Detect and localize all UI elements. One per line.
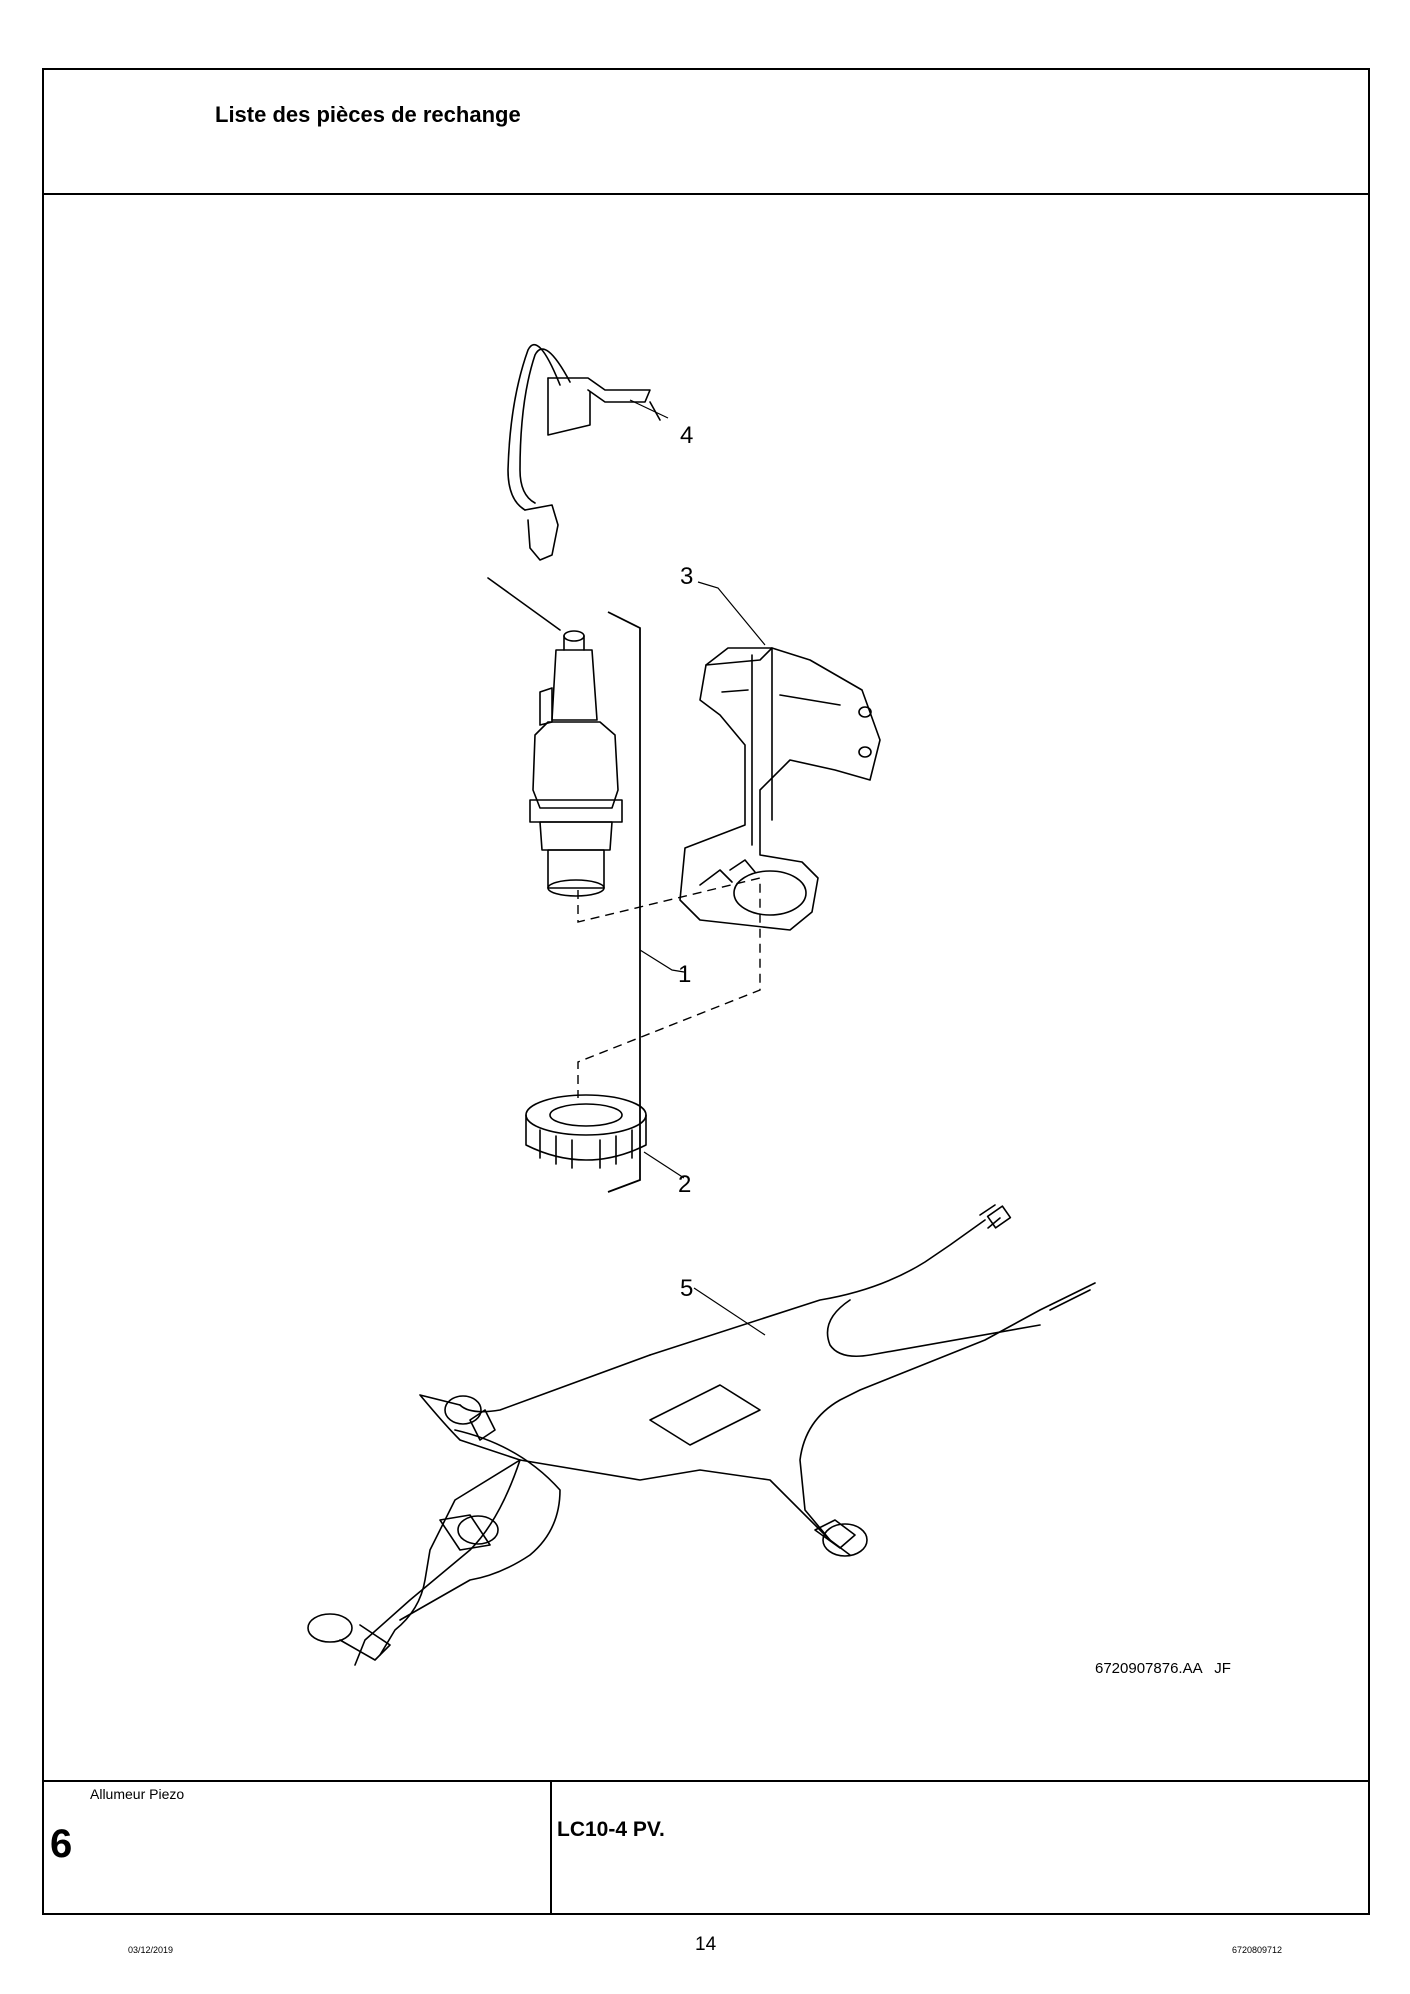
footer-divider: [42, 1780, 1370, 1782]
callout-1: 1: [678, 961, 691, 988]
assembly-dashed-line: [577, 877, 761, 1098]
part-3-bracket: [679, 647, 881, 931]
callout-2: 2: [678, 1171, 691, 1198]
part-2-nut: [525, 1094, 647, 1169]
model-name: LC10-4 PV.: [557, 1818, 665, 1841]
section-name: Allumeur Piezo: [90, 1786, 185, 1802]
header-divider: [42, 193, 1370, 195]
footer-column-divider: [550, 1780, 552, 1915]
document-date: 03/12/2019: [128, 1945, 174, 1955]
page-number: 14: [695, 1934, 717, 1955]
harness-label-tag: [649, 1384, 761, 1446]
callout-4: 4: [680, 422, 693, 449]
part-5-harness: [307, 1204, 1096, 1666]
drawing-reference: 6720907876.AA JF: [1095, 1660, 1231, 1677]
page-frame: [42, 68, 1370, 1915]
section-number: 6: [50, 1822, 73, 1866]
part-4-electrode-cable: [507, 344, 661, 561]
document-code: 6720809712: [1232, 1945, 1283, 1955]
leader-lines: [629, 399, 766, 1336]
callout-5: 5: [680, 1275, 693, 1302]
page-title: Liste des pièces de rechange: [215, 102, 521, 127]
callout-3: 3: [680, 563, 693, 590]
grouping-bracket: [607, 611, 641, 1193]
part-1-piezo-igniter: [487, 577, 623, 897]
